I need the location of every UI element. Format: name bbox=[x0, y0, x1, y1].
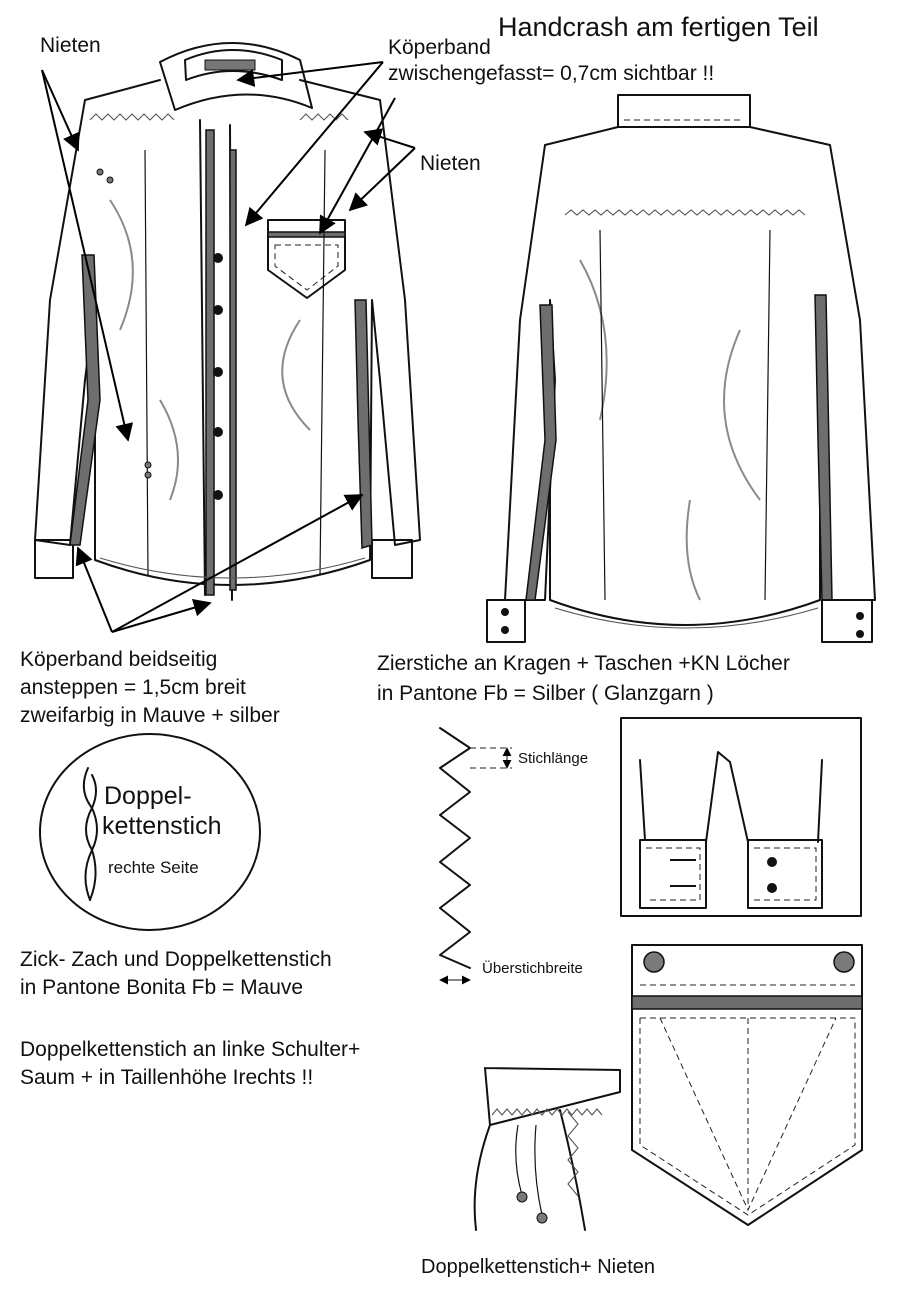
shoulder-detail bbox=[473, 1067, 621, 1231]
label-nieten-right: Nieten bbox=[420, 152, 481, 175]
legend-title-line-1: Doppel- bbox=[104, 782, 192, 810]
label-nieten-left: Nieten bbox=[40, 34, 101, 57]
zierstiche-note-line-1: Zierstiche an Kragen + Taschen +KN Löche… bbox=[377, 652, 790, 675]
doppelketten-note-line-2: Saum + in Taillenhöhe Irechts !! bbox=[20, 1066, 314, 1089]
shirt-back-sketch bbox=[486, 94, 876, 643]
legend-subtitle: rechte Seite bbox=[108, 858, 199, 877]
zierstiche-note-line-2: in Pantone Fb = Silber ( Glanzgarn ) bbox=[377, 682, 714, 705]
page-title: Handcrash am fertigen Teil bbox=[498, 12, 819, 42]
zigzag-stitch-diagram bbox=[439, 727, 512, 985]
cuff-detail bbox=[620, 717, 862, 917]
koeperband-note-line-3: zweifarbig in Mauve + silber bbox=[20, 704, 280, 727]
zickzack-note-line-2: in Pantone Bonita Fb = Mauve bbox=[20, 976, 304, 999]
bottom-caption: Doppelkettenstich+ Nieten bbox=[421, 1256, 656, 1278]
label-koeperband-detail: zwischengefasst= 0,7cm sichtbar !! bbox=[388, 62, 715, 85]
shirt-front-sketch bbox=[34, 42, 421, 601]
callout-arrows bbox=[41, 61, 416, 633]
stitch-legend-circle bbox=[39, 733, 261, 931]
zickzack-note-line-1: Zick- Zach und Doppelkettenstich bbox=[20, 948, 332, 971]
label-stichlaenge: Stichlänge bbox=[518, 750, 589, 767]
legend-title-line-2: kettenstich bbox=[102, 812, 222, 840]
koeperband-note-line-1: Köperband beidseitig bbox=[20, 648, 218, 671]
pocket-detail bbox=[631, 944, 863, 1226]
koeperband-note-line-2: ansteppen = 1,5cm breit bbox=[20, 676, 246, 699]
doppelketten-note-line-1: Doppelkettenstich an linke Schulter+ bbox=[20, 1038, 361, 1061]
button-row bbox=[213, 253, 223, 500]
label-ueberstichbreite: Überstichbreite bbox=[482, 960, 583, 977]
label-koeperband-title: Köperband bbox=[388, 36, 491, 59]
